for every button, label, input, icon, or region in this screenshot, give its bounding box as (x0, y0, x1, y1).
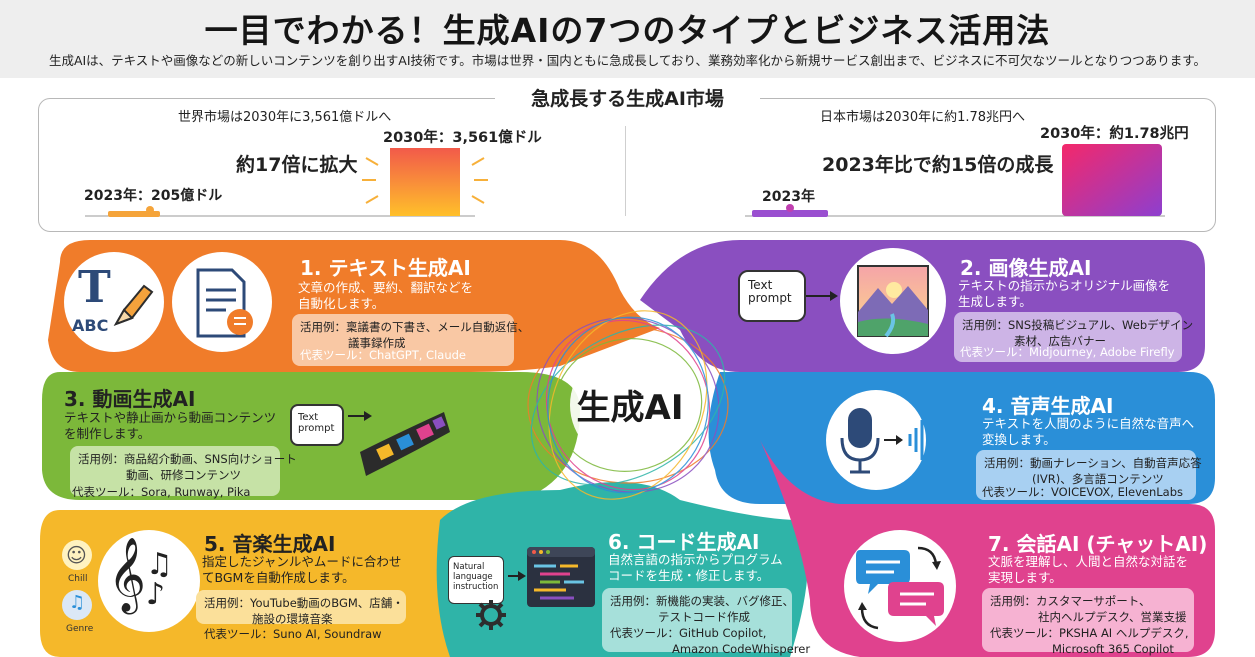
gear-icon (476, 600, 506, 630)
audio-ai-usecase-1: 活用例：動画ナレーション、自動音声応答 (984, 456, 1202, 470)
image-ai-info-box: 活用例：SNS投稿ビジュアル、Webデザイン 素材、広告バナー (954, 312, 1194, 362)
music-note-small-icon: ♫ (69, 592, 86, 613)
global-point-2023 (146, 206, 154, 214)
audio-ai-desc-1: テキストを人間のように自然な音声へ (982, 416, 1195, 431)
chat-ai-desc-2: 実現します。 (988, 570, 1062, 585)
chat-ai-tools-2: Microsoft 365 Copilot (1052, 642, 1174, 656)
chat-ai-info-box: 活用例：カスタマーサポート、 社内ヘルプデスク、営業支援 代表ツール：PKSHA… (982, 588, 1194, 656)
text-ai-title: 1. テキスト生成AI (300, 256, 471, 280)
japan-2023-label: 2023年 (762, 189, 815, 205)
japan-heading: 日本市場は2030年に約1.78兆円へ (820, 110, 1026, 125)
image-ai-desc-1: テキストの指示からオリジナル画像を (958, 278, 1171, 293)
image-ai-usecase-1: 活用例：SNS投稿ビジュアル、Webデザイン (962, 318, 1194, 332)
genre-icon-circle (62, 590, 92, 620)
music-ai-desc-1: 指定したジャンルやムードに合わせ (202, 554, 402, 569)
film-strip-icon (348, 411, 450, 476)
music-notes-icon: ♫♪ (146, 547, 173, 612)
audio-ai-title: 4. 音声生成AI (982, 394, 1114, 418)
genre-label: Genre (66, 624, 94, 634)
code-ai-usecase-2: テストコード作成 (658, 610, 750, 624)
document-icon (196, 268, 253, 338)
market-graphics (85, 144, 1165, 217)
music-ai-usecase-1: 活用例：YouTube動画のBGM、店舗・ (204, 596, 404, 610)
video-ai-info-box: 活用例：商品紹介動画、SNS向けショート 動画、研修コンテンツ (70, 446, 297, 496)
code-ai-usecase-1: 活用例：新機能の実装、バグ修正、 (610, 594, 794, 608)
market-title: 急成長する生成AI市場 (495, 84, 760, 112)
video-ai-desc-2: を制作します。 (64, 426, 151, 441)
music-ai-icon-circle (98, 530, 200, 632)
video-ai-desc-1: テキストや静止画から動画コンテンツ (64, 410, 277, 425)
chat-ai-usecase-2: 社内ヘルプデスク、営業支援 (1038, 610, 1187, 624)
code-ai-desc-2: コードを生成・修正します。 (608, 568, 770, 583)
chat-ai-title: 7. 会話AI (チャットAI) (988, 532, 1208, 556)
japan-growth-label: 2023年比で約15倍の成長 (822, 154, 1054, 176)
code-ai-tools-2: Amazon CodeWhisperer (672, 642, 811, 656)
image-ai-title: 2. 画像生成AI (960, 256, 1092, 280)
center-label: 生成AI (576, 388, 684, 428)
code-ai-info-box: 活用例：新機能の実装、バグ修正、 テストコード作成 代表ツール：GitHub C… (602, 588, 810, 656)
landscape-image-icon (857, 265, 929, 338)
audio-ai-tools: 代表ツール：VOICEVOX, ElevenLabs (982, 485, 1184, 499)
smile-icon: ☺ (66, 543, 87, 567)
text-ai-desc-2: 自動化します。 (298, 296, 385, 311)
page-title: 一目でわかる！生成AIの7つのタイプとビジネス活用法 (204, 11, 1051, 50)
audio-ai-usecase-2: (IVR)、多言語コンテンツ (1032, 472, 1164, 486)
global-bar-2030 (390, 148, 460, 216)
text-ai-icon-circle-1 (64, 252, 164, 352)
code-ai-title: 6. コード生成AI (608, 530, 760, 554)
text-ai-usecase-1: 活用例：稟議書の下書き、メール自動返信、 (300, 320, 530, 334)
text-ai-desc-1: 文章の作成、要約、翻訳などを (298, 280, 474, 295)
arrow-right-icon (806, 291, 838, 301)
market-panel (38, 98, 1216, 232)
page-subtitle: 生成AIは、テキストや画像などの新しいコンテンツを創り出すAI技術です。市場は世… (48, 53, 1207, 68)
header-band (0, 0, 1255, 78)
letter-t-pencil-icon: T ABC (70, 260, 160, 346)
global-2030-label: 2030年：3,561億ドル (383, 130, 542, 146)
music-ai-info-box: 活用例：YouTube動画のBGM、店舗・ 施設の環境音楽 (196, 590, 406, 626)
japan-bar-2023 (752, 210, 828, 217)
center-core (570, 347, 686, 463)
audio-ai-info-box: 活用例：動画ナレーション、自動音声応答 (IVR)、多言語コンテンツ (976, 450, 1202, 500)
music-ai-desc-2: てBGMを自動作成します。 (202, 570, 355, 585)
global-burst (362, 157, 488, 204)
music-ai-title: 5. 音楽生成AI (204, 532, 336, 556)
image-ai-usecase-2: 素材、広告バナー (1014, 334, 1106, 348)
microphone-waveform-icon (840, 408, 960, 474)
text-ai-tools: 代表ツール：ChatGPT, Claude (300, 348, 466, 362)
chat-ai-tools-1: 代表ツール：PKSHA AI ヘルプデスク, (990, 626, 1189, 640)
market-divider (625, 126, 626, 216)
global-2023-label: 2023年：205億ドル (84, 188, 223, 204)
chat-bubbles-icon (856, 546, 944, 630)
arrow-right-icon-code (508, 571, 526, 581)
instruction-card-icon: Natural language instruction (448, 556, 504, 604)
japan-2030-label: 2030年：約1.78兆円 (1040, 126, 1189, 142)
code-ai-desc-1: 自然言語の指示からプログラム (608, 552, 783, 567)
chat-ai-desc-1: 文脈を理解し、人間と自然な対話を (988, 554, 1189, 569)
text-ai-info-box: 活用例：稟議書の下書き、メール自動返信、 議事録作成 (292, 314, 530, 366)
chill-label: Chill (68, 574, 88, 584)
music-ai-tools: 代表ツール：Suno AI, Soundraw (204, 627, 382, 641)
audio-ai-desc-2: 変換します。 (982, 432, 1056, 447)
prompt-bubble-icon: Text prompt (738, 270, 806, 322)
video-ai-usecase-2: 動画、研修コンテンツ (126, 468, 241, 482)
japan-bar-2030 (1062, 144, 1162, 216)
video-ai-usecase-1: 活用例：商品紹介動画、SNS向けショート (78, 452, 297, 466)
treble-clef-icon: 𝄞 (108, 538, 146, 612)
image-ai-desc-2: 生成します。 (958, 294, 1032, 309)
code-editor-icon (527, 547, 595, 607)
chill-icon-circle (62, 540, 92, 570)
music-ai-usecase-2: 施設の環境音楽 (252, 612, 333, 626)
video-ai-tools: 代表ツール：Sora, Runway, Pika (72, 485, 251, 499)
code-ai-tools-1: 代表ツール：GitHub Copilot, (610, 626, 767, 640)
japan-point-2023 (786, 204, 794, 212)
video-ai-title: 3. 動画生成AI (64, 387, 196, 411)
global-heading: 世界市場は2030年に3,561億ドルへ (178, 110, 392, 125)
image-ai-tools: 代表ツール：Midjourney, Adobe Firefly (960, 345, 1175, 359)
global-growth-label: 約17倍に拡大 (236, 154, 358, 176)
video-prompt-bubble-icon: Text prompt (290, 404, 344, 446)
text-ai-usecase-2: 議事録作成 (348, 336, 406, 350)
center-swirl (527, 310, 729, 500)
chat-ai-usecase-1: 活用例：カスタマーサポート、 (990, 594, 1151, 608)
